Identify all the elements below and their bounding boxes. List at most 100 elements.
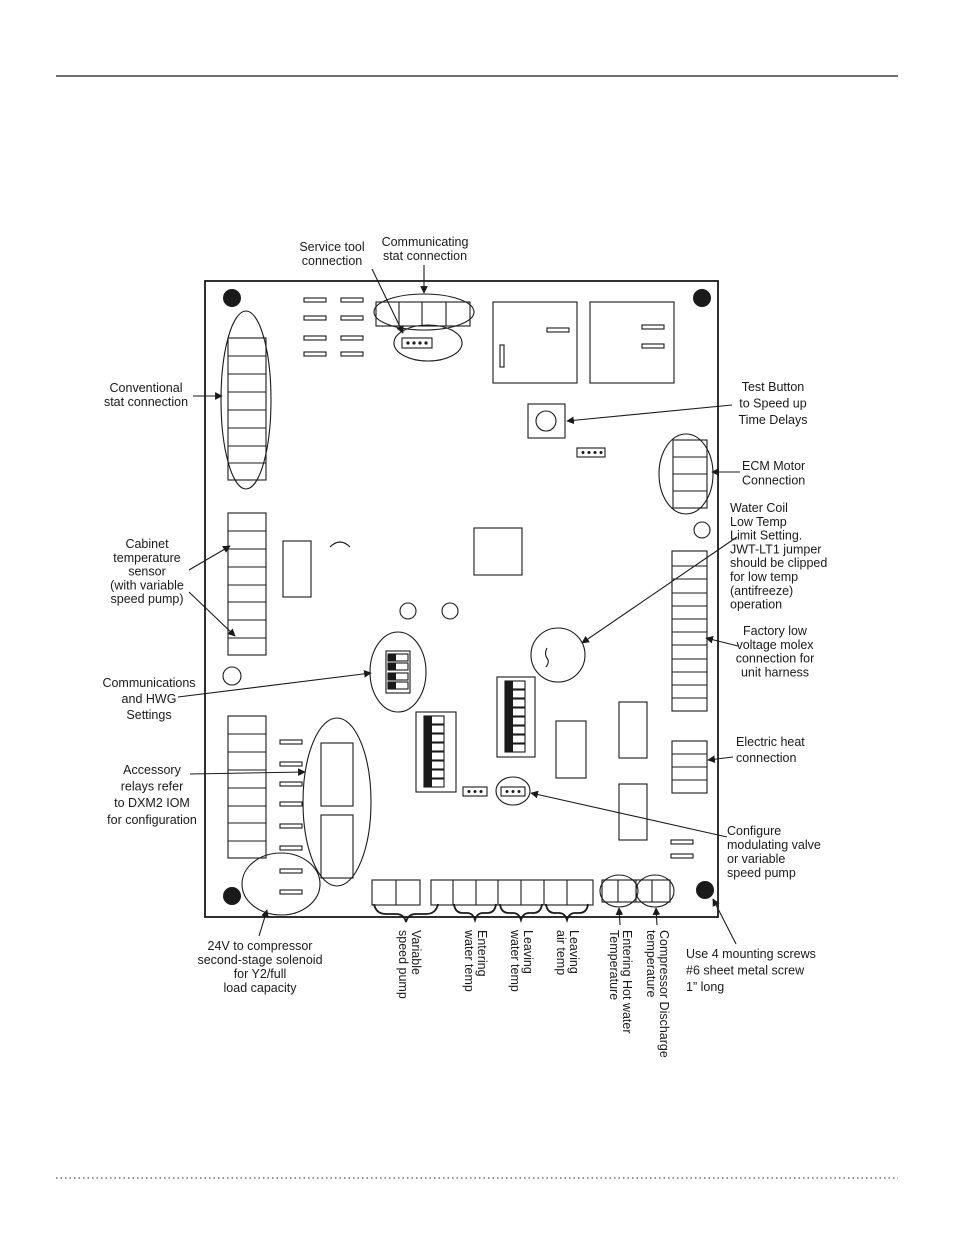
mounting-screws-line: 1” long xyxy=(686,980,724,994)
variable-speed-pump-line: speed pump xyxy=(396,930,410,999)
accessory-relays-line: Accessory xyxy=(123,763,181,777)
brace-leaving-water xyxy=(499,903,543,924)
compressor-solenoid-ring xyxy=(241,852,321,916)
service-tool-line: Service tool xyxy=(299,240,364,254)
factory-molex-line: Factory low xyxy=(743,624,808,638)
conventional-stat-line: stat connection xyxy=(104,395,188,409)
configure-valve-line: modulating valve xyxy=(727,838,821,852)
cabinet-temp-line: temperature xyxy=(113,551,180,565)
relay-right-lower xyxy=(618,783,648,841)
relay-right-upper xyxy=(618,701,648,759)
electric-heat-line: connection xyxy=(736,751,797,765)
communications-hwg-line: Communications xyxy=(102,676,195,690)
three-pin-header-left xyxy=(462,786,488,797)
factory-molex-line: connection for xyxy=(736,652,815,666)
compressor-discharge-line: Compressor Discharge xyxy=(657,930,671,1058)
octagon-components xyxy=(399,602,459,620)
accessory-relays-line: relays refer xyxy=(121,780,184,794)
water-coil-line: operation xyxy=(730,598,782,612)
entering-hot-water-label: Entering Hot waterTemperature xyxy=(607,930,634,1034)
variable-speed-pump-line: Variable xyxy=(409,930,423,975)
compressor-24v-line: for Y2/full xyxy=(234,967,287,981)
leader-lines xyxy=(177,265,740,945)
entering-water-temp-line: Entering xyxy=(475,930,489,977)
leaving-air-temp-label: Leavingair temp xyxy=(554,930,581,975)
component-left xyxy=(282,540,312,598)
mounting-screws-line: Use 4 mounting screws xyxy=(686,947,816,961)
accessory-relays-label: Accessory relays refer to DXM2 IOM for conf… xyxy=(107,763,197,827)
accessory-pads xyxy=(279,739,303,895)
test-button xyxy=(527,403,566,439)
test-button-line: Time Delays xyxy=(739,413,808,427)
water-coil-line: should be clipped xyxy=(730,556,827,570)
compressor-24v-line: second-stage solenoid xyxy=(197,953,322,967)
entering-water-temp-line: water temp xyxy=(462,929,476,992)
compressor-24v-line: load capacity xyxy=(224,981,298,995)
communications-hwg-line: and HWG xyxy=(122,692,177,706)
water-coil-line: Low Temp xyxy=(730,515,787,529)
compressor-discharge-label: Compressor Dischargetemperature xyxy=(644,930,671,1058)
leaving-water-temp-line: Leaving xyxy=(521,930,535,974)
brace-leaving-air xyxy=(545,903,589,924)
communicating-stat-line: stat connection xyxy=(383,249,467,263)
dip-switch-lower xyxy=(415,711,457,793)
mounting-hole-top-right xyxy=(693,289,711,307)
chip-center xyxy=(473,527,523,576)
communicating-stat-connector xyxy=(373,293,475,331)
mounting-hole-top-left xyxy=(223,289,241,307)
water-coil-line: JWT-LT1 jumper xyxy=(730,542,821,556)
accessory-relays xyxy=(302,717,372,887)
top-relays xyxy=(492,301,675,384)
water-coil-line: for low temp xyxy=(730,570,798,584)
variable-speed-pump-label: Variablespeed pump xyxy=(396,930,423,999)
accessory-relays-line: for configuration xyxy=(107,813,197,827)
open-hole-left xyxy=(222,666,242,686)
ecm-motor-connector xyxy=(658,433,714,515)
configure-valve-line: or variable xyxy=(727,852,785,866)
control-board xyxy=(204,280,719,918)
mounting-hole-bottom-left xyxy=(223,887,241,905)
electric-heat-label: Electric heat connection xyxy=(736,735,805,765)
leaving-water-temp-line: water temp xyxy=(508,929,522,992)
cabinet-temp-line: Cabinet xyxy=(125,537,169,551)
conventional-stat-connector xyxy=(220,310,272,490)
communications-hwg-label: Communications and HWG Settings xyxy=(102,676,195,722)
factory-molex-line: voltage molex xyxy=(736,638,814,652)
top-pads xyxy=(303,297,364,357)
water-coil-jumper xyxy=(530,627,586,683)
brace-variable-speed xyxy=(373,903,439,923)
entering-water-temp-label: Enteringwater temp xyxy=(462,929,489,992)
water-coil-line: Limit Setting. xyxy=(730,529,802,543)
pad-right-a xyxy=(670,839,694,845)
ecm-motor-line: Connection xyxy=(742,474,805,488)
small-header-mid xyxy=(576,447,606,458)
factory-molex-connector xyxy=(671,550,708,712)
cabinet-temp-line: sensor xyxy=(128,565,166,579)
test-button-line: to Speed up xyxy=(739,397,806,411)
communications-hwg-line: Settings xyxy=(126,708,171,722)
jumper-arc xyxy=(329,541,351,548)
leaving-air-temp-line: Leaving xyxy=(567,930,581,974)
ecm-motor-line: ECM Motor xyxy=(742,459,805,473)
communications-dip-switch xyxy=(369,631,427,713)
open-hole-right xyxy=(693,521,711,539)
cabinet-temp-line: speed pump) xyxy=(111,592,184,606)
test-button-line: Test Button xyxy=(742,380,805,394)
brace-entering-water xyxy=(453,903,497,924)
mounting-hole-bottom-right xyxy=(696,881,714,899)
electric-heat-connector xyxy=(671,740,708,794)
compressor-discharge-line: temperature xyxy=(644,930,658,997)
cabinet-temp-line: (with variable xyxy=(110,578,184,592)
accessory-relays-line: to DXM2 IOM xyxy=(114,796,190,810)
entering-hot-water-line: Temperature xyxy=(607,930,621,1000)
electric-heat-line: Electric heat xyxy=(736,735,805,749)
modulating-valve-header xyxy=(495,776,531,806)
